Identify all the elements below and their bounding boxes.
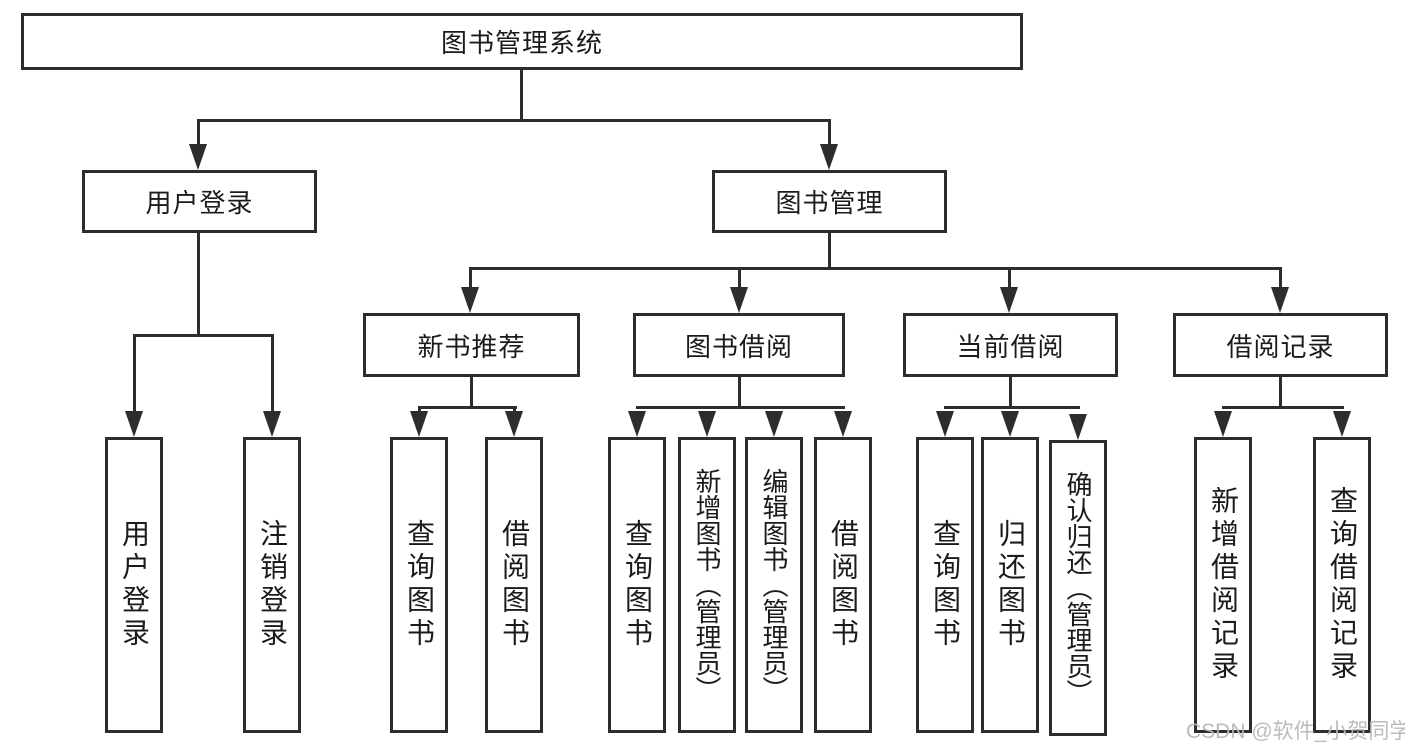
node-label: 图书管理 [775, 188, 884, 218]
connector-line [636, 406, 845, 409]
arrow-down-icon [936, 411, 954, 437]
arrow-down-icon [834, 411, 852, 437]
leaf-borrow-books-1: 借阅图书 [485, 437, 543, 733]
connector-line [1008, 267, 1011, 291]
arrow-down-icon [1001, 411, 1019, 437]
leaf-label: 借阅图书 [499, 519, 530, 651]
leaf-label: 注销登录 [257, 519, 288, 651]
connector-line [1279, 267, 1282, 291]
arrow-down-icon [1000, 287, 1018, 313]
leaf-label: 查询图书 [930, 519, 961, 651]
leaf-add-borrow-record: 新增借阅记录 [1194, 437, 1252, 733]
arrow-down-icon [1069, 414, 1087, 440]
leaf-edit-books-admin: 编辑图书（管理员） [745, 437, 803, 733]
leaf-label: 新增借阅记录 [1208, 486, 1239, 684]
leaf-query-books-3: 查询图书 [916, 437, 974, 733]
connector-line [469, 267, 472, 291]
leaf-user-login: 用户登录 [105, 437, 163, 733]
arrow-down-icon [505, 411, 523, 437]
leaf-label: 编辑图书（管理员） [759, 468, 789, 702]
leaf-label: 查询图书 [404, 519, 435, 651]
node-current-borrow: 当前借阅 [903, 313, 1118, 377]
node-label: 用户登录 [145, 188, 254, 218]
node-label: 借阅记录 [1226, 331, 1335, 362]
leaf-logout: 注销登录 [243, 437, 301, 733]
arrow-down-icon [730, 287, 748, 313]
root-node-library-system: 图书管理系统 [21, 13, 1023, 70]
connector-line [470, 376, 473, 409]
connector-line [828, 119, 831, 150]
connector-line [520, 68, 523, 122]
node-user-login: 用户登录 [82, 170, 317, 233]
connector-line [469, 267, 1282, 270]
node-new-book-recommend: 新书推荐 [363, 313, 580, 377]
arrow-down-icon [410, 411, 428, 437]
connector-line [738, 267, 741, 291]
arrow-down-icon [1271, 287, 1289, 313]
leaf-borrow-books-2: 借阅图书 [814, 437, 872, 733]
node-book-borrow: 图书借阅 [633, 313, 845, 377]
leaf-label: 查询图书 [622, 519, 653, 651]
arrow-down-icon [765, 411, 783, 437]
leaf-query-borrow-record: 查询借阅记录 [1313, 437, 1371, 733]
connector-line [197, 233, 200, 337]
connector-line [828, 233, 831, 270]
leaf-label: 用户登录 [119, 519, 150, 651]
arrow-down-icon [1214, 411, 1232, 437]
connector-line [197, 119, 831, 122]
arrow-down-icon [125, 411, 143, 437]
root-node-label: 图书管理系统 [440, 28, 603, 58]
leaf-add-books-admin: 新增图书（管理员） [678, 437, 736, 733]
connector-line [197, 119, 200, 150]
leaf-query-books-1: 查询图书 [390, 437, 448, 733]
connector-line [133, 334, 274, 337]
connector-line [738, 376, 741, 409]
arrow-down-icon [628, 411, 646, 437]
leaf-label: 查询借阅记录 [1327, 486, 1358, 684]
arrow-down-icon [189, 144, 207, 170]
connector-line [1279, 376, 1282, 409]
leaf-confirm-return-admin: 确认归还（管理员） [1049, 440, 1107, 736]
leaf-label: 新增图书（管理员） [692, 468, 722, 702]
watermark: CSDN @软件_小贺同学 [1186, 720, 1405, 743]
arrow-down-icon [698, 411, 716, 437]
arrow-down-icon [1333, 411, 1351, 437]
node-label: 新书推荐 [417, 331, 526, 362]
arrow-down-icon [820, 144, 838, 170]
node-label: 当前借阅 [956, 331, 1065, 362]
node-book-management: 图书管理 [712, 170, 947, 233]
arrow-down-icon [263, 411, 281, 437]
connector-line [418, 406, 517, 409]
leaf-label: 归还图书 [995, 519, 1026, 651]
connector-line [1009, 376, 1012, 409]
leaf-label: 借阅图书 [828, 519, 859, 651]
leaf-label: 确认归还（管理员） [1063, 471, 1093, 705]
arrow-down-icon [461, 287, 479, 313]
node-borrow-records: 借阅记录 [1173, 313, 1388, 377]
connector-line [133, 334, 136, 415]
leaf-query-books-2: 查询图书 [608, 437, 666, 733]
connector-line [944, 406, 1080, 409]
connector-line [1222, 406, 1344, 409]
node-label: 图书借阅 [684, 331, 793, 362]
leaf-return-books: 归还图书 [981, 437, 1039, 733]
connector-line [271, 334, 274, 415]
